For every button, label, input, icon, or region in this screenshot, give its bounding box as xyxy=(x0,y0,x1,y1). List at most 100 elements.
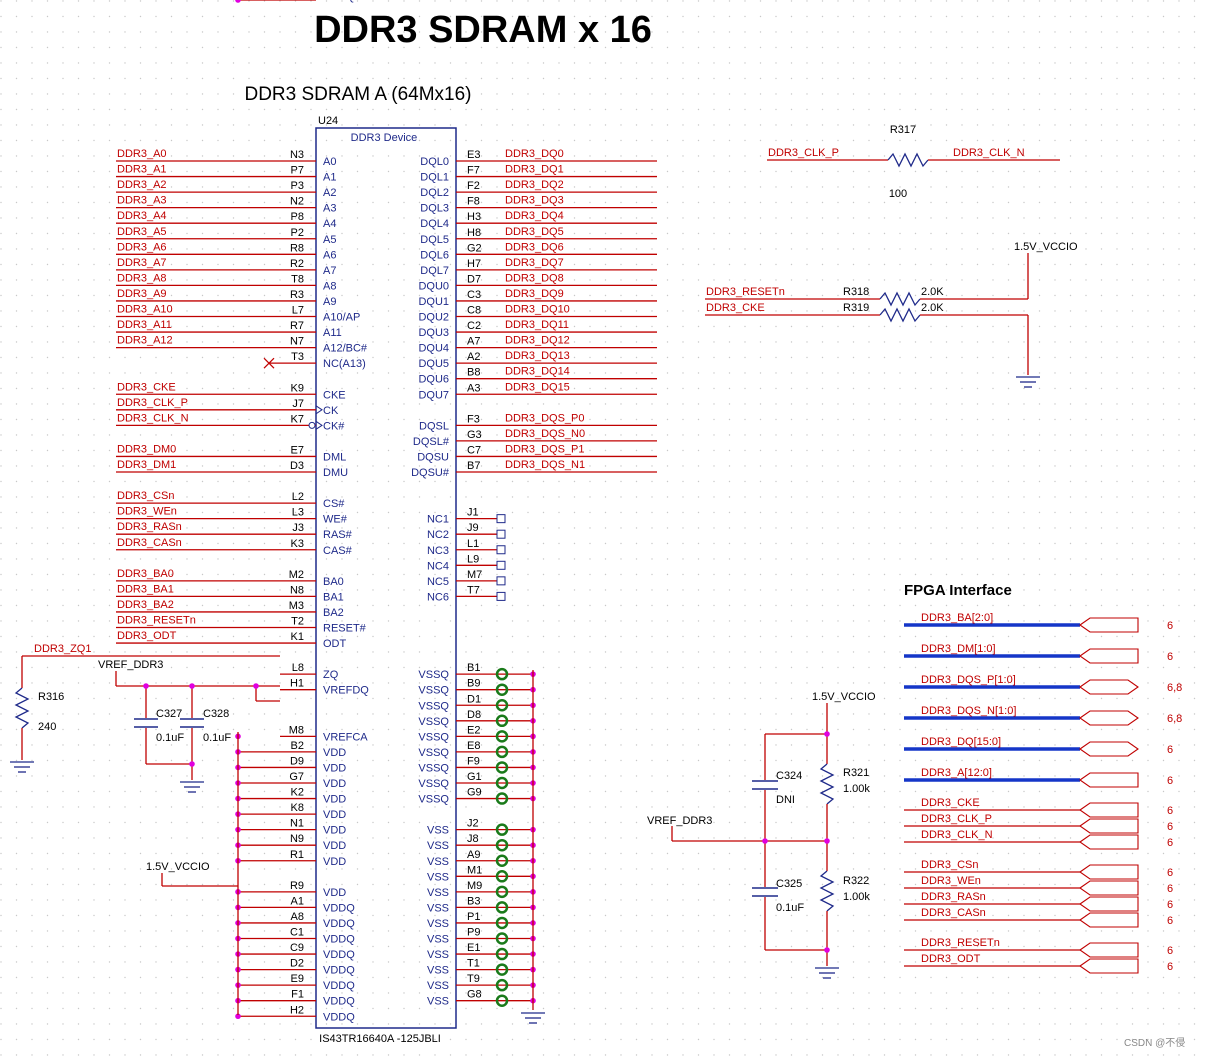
fpga-port[interactable]: DDR3_A[12:0]6 xyxy=(904,767,1173,788)
capacitor-c328[interactable]: C328 0.1uF xyxy=(180,686,231,780)
u24-left-pin[interactable]: H9VDDQ xyxy=(235,0,355,3)
fpga-port[interactable]: DDR3_DQS_P[1:0]6,8 xyxy=(904,674,1182,695)
fpga-port[interactable]: DDR3_BA[2:0]6 xyxy=(904,612,1173,633)
fpga-port[interactable]: DDR3_CLK_P6 xyxy=(904,813,1173,834)
fpga-port[interactable]: DDR3_DQ[15:0]6 xyxy=(904,736,1173,757)
vref-divider[interactable]: 1.5V_VCCIO VREF_DDR3 C324 DNI C325 0.1uF… xyxy=(647,691,876,966)
fpga-port[interactable]: DDR3_DQS_N[1:0]6,8 xyxy=(904,705,1182,726)
capacitor-c327[interactable]: C327 0.1uF xyxy=(134,686,184,764)
fpga-port[interactable]: DDR3_CLK_N6 xyxy=(904,829,1173,850)
fpga-port[interactable]: DDR3_DM[1:0]6 xyxy=(904,643,1173,664)
u24-body[interactable] xyxy=(315,127,457,1029)
resistor-r317[interactable]: R317 DDR3_CLK_P DDR3_CLK_N 100 xyxy=(767,124,1060,200)
termination-resistors[interactable]: 1.5V_VCCIO DDR3_RESETn DDR3_CKE R318 R31… xyxy=(705,241,1078,375)
